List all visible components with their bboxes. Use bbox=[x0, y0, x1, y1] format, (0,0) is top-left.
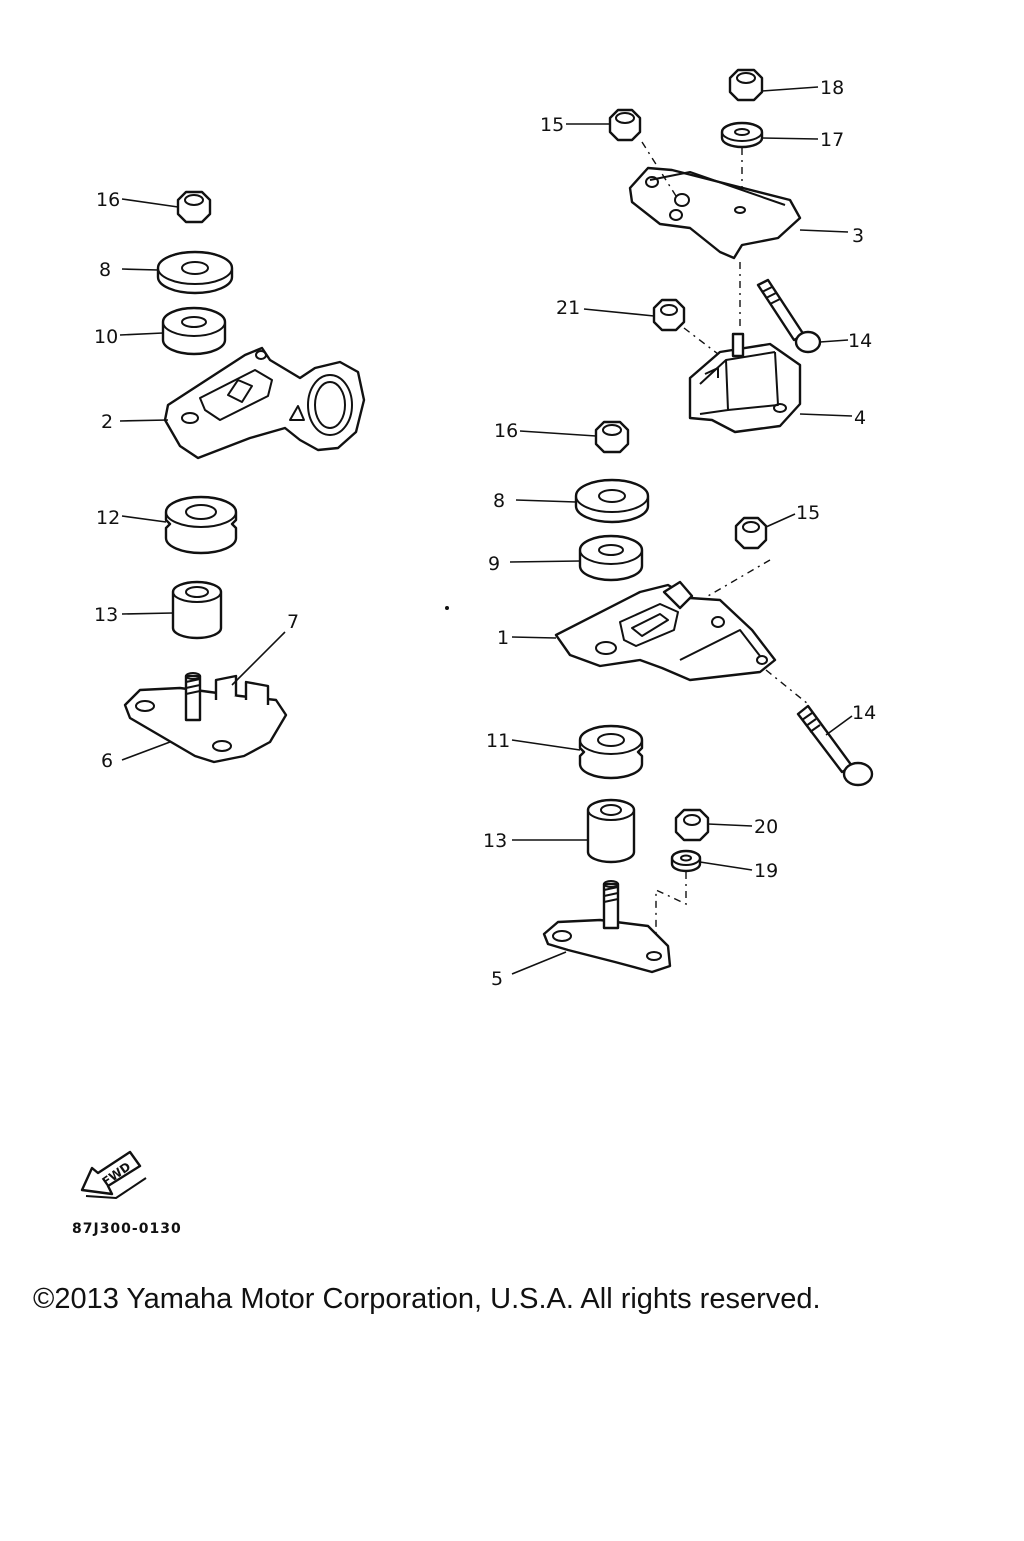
label-15-right: 15 bbox=[796, 502, 820, 524]
part-13-collar-right bbox=[586, 798, 636, 864]
label-9: 9 bbox=[488, 553, 500, 575]
part-16-nut-right bbox=[594, 420, 630, 454]
drawing-code: 87J300-0130 bbox=[72, 1221, 182, 1237]
label-11: 11 bbox=[486, 730, 510, 752]
part-18-nut bbox=[728, 68, 764, 102]
part-15-nut-right bbox=[734, 516, 768, 550]
part-19-washer bbox=[670, 849, 702, 873]
label-19: 19 bbox=[754, 860, 778, 882]
label-15-top: 15 bbox=[540, 114, 564, 136]
part-8-washer-left bbox=[156, 250, 234, 295]
label-20: 20 bbox=[754, 816, 778, 838]
label-10: 10 bbox=[94, 326, 118, 348]
part-2-bracket bbox=[163, 346, 366, 460]
part-4-engine-mount bbox=[688, 332, 802, 434]
label-21: 21 bbox=[556, 297, 580, 319]
label-18: 18 bbox=[820, 77, 844, 99]
part-9-cushion bbox=[578, 534, 644, 582]
part-13-collar-left bbox=[171, 580, 223, 640]
label-14-top: 14 bbox=[848, 330, 872, 352]
label-6: 6 bbox=[101, 750, 113, 772]
label-5: 5 bbox=[491, 968, 503, 990]
label-12: 12 bbox=[96, 507, 120, 529]
label-7: 7 bbox=[287, 611, 299, 633]
part-15-nut-top bbox=[608, 108, 642, 142]
label-13-right: 13 bbox=[483, 830, 507, 852]
label-13-left: 13 bbox=[94, 604, 118, 626]
copyright-notice: ©2013 Yamaha Motor Corporation, U.S.A. A… bbox=[33, 1283, 821, 1315]
part-20-nut bbox=[674, 808, 710, 842]
part-17-washer bbox=[720, 121, 764, 149]
part-5-plate bbox=[542, 880, 672, 974]
part-14-bolt-bottom bbox=[796, 704, 874, 787]
label-4: 4 bbox=[854, 407, 866, 429]
label-8-left: 8 bbox=[99, 259, 111, 281]
part-10-cushion-left bbox=[161, 306, 227, 356]
part-12-grommet bbox=[164, 495, 238, 555]
part-8-washer-right bbox=[574, 478, 650, 524]
part-1-bracket bbox=[554, 580, 777, 682]
label-17: 17 bbox=[820, 129, 844, 151]
part-6-plate bbox=[123, 672, 288, 764]
label-16-left: 16 bbox=[96, 189, 120, 211]
fwd-arrow-icon: FWD bbox=[80, 1150, 147, 1199]
label-3: 3 bbox=[852, 225, 864, 247]
stray-mark bbox=[445, 606, 449, 610]
part-16-nut-left bbox=[176, 190, 212, 224]
label-1: 1 bbox=[497, 627, 509, 649]
label-16-right: 16 bbox=[494, 420, 518, 442]
part-21-nut bbox=[652, 298, 686, 332]
part-11-grommet bbox=[578, 724, 644, 780]
part-3-bracket bbox=[628, 166, 802, 260]
label-14-bottom: 14 bbox=[852, 702, 876, 724]
part-14-bolt-top bbox=[756, 278, 822, 354]
label-8-right: 8 bbox=[493, 490, 505, 512]
label-2: 2 bbox=[101, 411, 113, 433]
